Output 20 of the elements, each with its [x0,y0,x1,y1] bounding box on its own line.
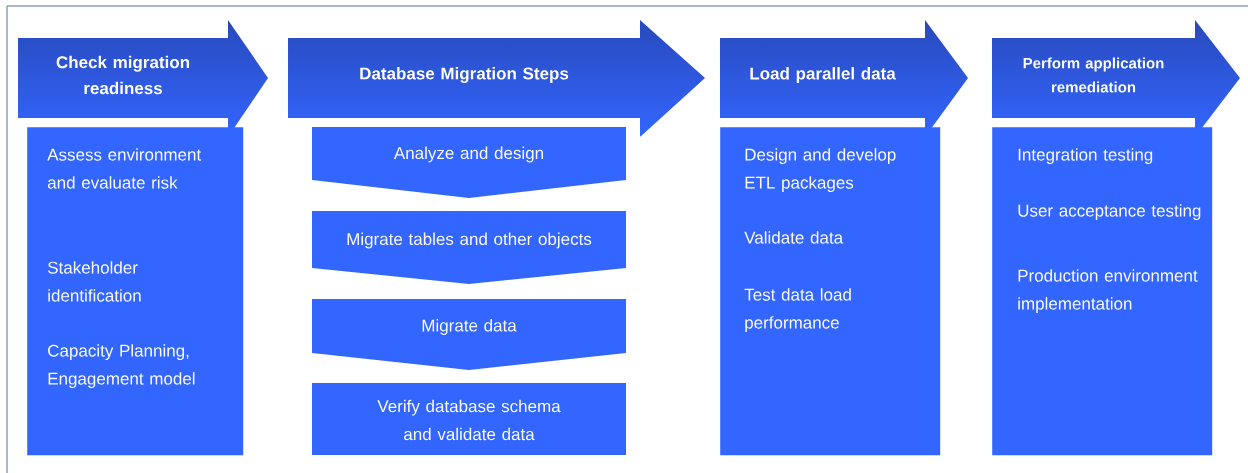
panel-text: Capacity Planning, Engagement model [48,344,195,389]
panel-text: Validate data [744,231,844,244]
panel-text: Design and develop ETL packages [745,148,896,193]
panel-text: Assess environment and evaluate risk [47,148,202,189]
step-box: Verify database schema and validate data [312,383,626,455]
panel-text: Production environment implementation [1018,269,1198,314]
panel-text: Integration testing [1018,148,1153,165]
header-arrow: Database Migration Steps [360,67,569,83]
panel-text: Stakeholder identification [48,261,141,302]
panel-text: Test data load performance [744,288,851,333]
step-box: Migrate tables and other objects [312,211,626,284]
content-panel [992,127,1213,456]
content-panel [27,127,244,456]
content-panel [720,127,941,456]
header-arrow: Check migration readiness [56,55,189,95]
panel-text: User acceptance testing [1018,204,1201,221]
header-arrow: Load parallel data [750,67,896,83]
header-arrow: Perform application remediation [1023,57,1164,93]
step-box: Analyze and design [312,127,626,198]
step-box: Migrate data [312,299,626,370]
